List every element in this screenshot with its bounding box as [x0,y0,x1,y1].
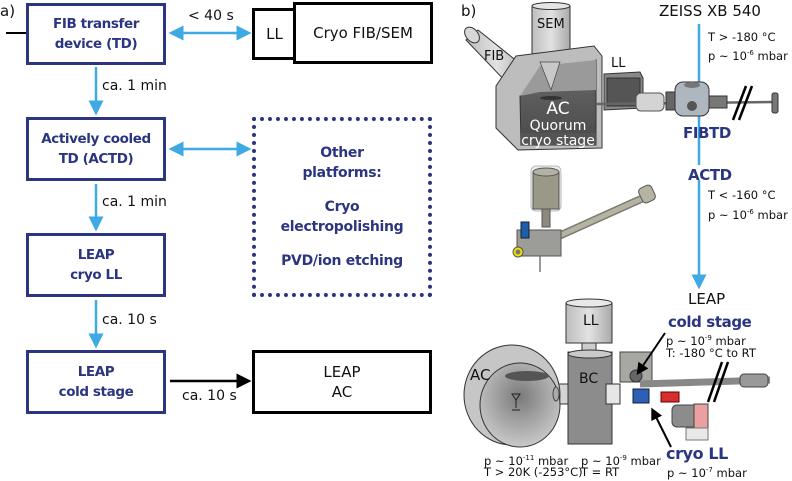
other-platforms-title-1: Other [320,145,364,161]
leap-bc-label: BC [579,371,599,387]
actd-line1: Actively cooled [41,131,151,147]
panel-b-label: b) [461,2,477,20]
other-platforms-title-2: platforms: [302,165,382,181]
leap-cryo-ll-box: LEAP cryo LL [26,233,166,297]
pointer-cold-stage [636,332,666,375]
timing-cryoll-coldstage: ca. 10 s [102,312,157,328]
platform-cryo: Cryo [324,199,360,215]
leap-cold-stage-line1: LEAP [77,364,115,380]
cryo-ll-pressure: p ~ 10-7 mbar [667,466,747,480]
platform-electropolishing: electropolishing [280,219,404,235]
sem-label: SEM [537,17,565,32]
actd-pressure: p ~ 10-6 mbar [708,208,788,222]
platform-pvd-ion-etching: PVD/ion etching [281,253,403,269]
leap-cryo-ll-line2: cryo LL [70,267,122,283]
zeiss-title: ZEISS XB 540 [659,2,761,20]
timing-td-fibsem: < 40 s [188,8,234,24]
fib-pressure: p ~ 10-6 mbar [708,49,788,63]
leap-title: LEAP [688,290,726,308]
fib-transfer-device-box: FIB transfer device (TD) [26,3,166,65]
fib-temp: T > -180 °C [708,30,776,44]
fib-ll-label: LL [611,56,626,71]
fib-td-line1: FIB transfer [53,16,139,32]
actd-box: Actively cooled TD (ACTD) [26,117,166,181]
cryo-fib-sem-label: Cryo FIB/SEM [313,24,413,42]
leap-ll-label: LL [583,313,599,329]
timing-td-actd: ca. 1 min [102,78,167,94]
other-platforms-box: Other platforms: Cryo electropolishing P… [252,117,432,297]
cryo-fib-sem-box: Cryo FIB/SEM [293,2,433,64]
actd-label: ACTD [688,166,732,184]
leap-ac-line1: LEAP [323,363,361,381]
leap-cold-stage-box: LEAP cold stage [26,350,166,414]
cold-stage-label: cold stage [668,313,752,331]
panel-a-label: a) [0,2,16,20]
actd-illustration [512,165,656,272]
quorum-label: Quorum [529,118,587,134]
actd-line2: TD (ACTD) [58,151,134,167]
cold-stage-temp: T: -180 °C to RT [666,346,756,360]
leap-illustration [463,298,771,448]
fib-sem-chamber-illustration [464,2,779,151]
ac-temp: T > 20K (-253°C) [484,465,583,479]
fibtd-label: FIBTD [683,124,731,142]
bc-temp: T = RT [581,465,620,479]
leap-cryo-ll-line1: LEAP [77,247,115,263]
leap-ac-label: AC [470,366,491,384]
pointer-cryo-ll [651,407,672,448]
actd-temp: T < -160 °C [708,188,776,202]
ac-pressure: p ~ 10-11 mbar [484,454,569,468]
leap-cold-stage-line2: cold stage [58,384,134,400]
timing-actd-cryoll: ca. 1 min [102,194,167,210]
cold-stage-pressure: p ~ 10-9 mbar [666,334,746,348]
bc-pressure: p ~ 10-9 mbar [581,454,661,468]
fib-td-line2: device (TD) [54,36,138,52]
cryo-stage-label: cryo stage [521,133,595,149]
fib-ac-label: AC [546,99,570,119]
timing-coldstage-ac: ca. 10 s [182,388,237,404]
fib-label: FIB [484,49,505,64]
leap-ac-box: LEAP AC [252,350,432,414]
ll-label: LL [266,25,283,43]
cryo-ll-label: cryo LL [666,444,728,463]
ll-box: LL [252,8,297,60]
leap-ac-line2: AC [331,383,353,401]
